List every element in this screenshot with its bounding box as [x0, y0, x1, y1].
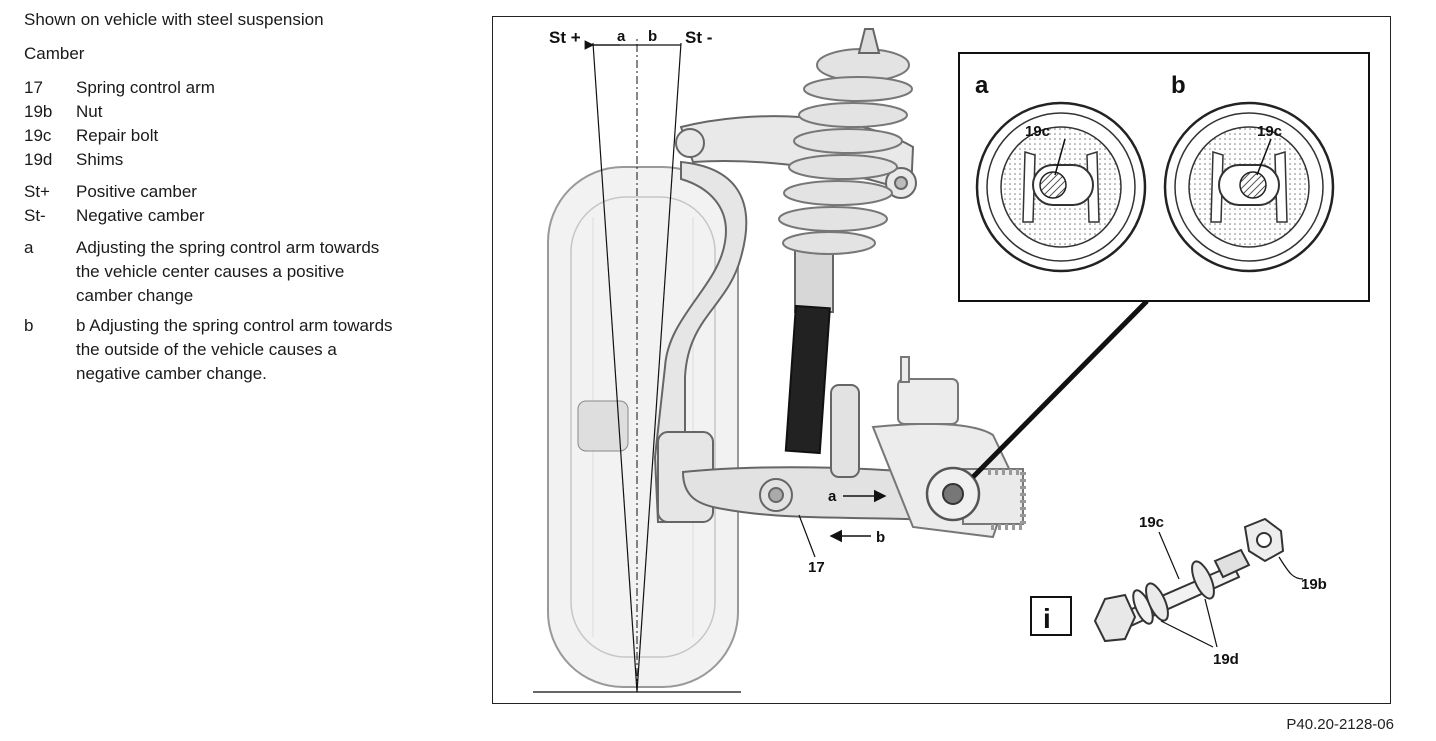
- legend-row: 17 Spring control arm: [24, 76, 404, 100]
- figure-code: P40.20-2128-06: [1286, 716, 1394, 733]
- legend-key: 19d: [24, 150, 53, 169]
- camber-a-label: a: [617, 28, 626, 45]
- parts-list: 17 Spring control arm 19b Nut 19c Repair…: [24, 76, 404, 172]
- shims-label: 19d: [1213, 651, 1239, 668]
- legend-key: 19b: [24, 102, 53, 121]
- info-icon-label: i: [1043, 603, 1051, 634]
- eccentric-washer-b-icon: [1163, 101, 1335, 273]
- legend-row: St+ Positive camber: [24, 180, 404, 204]
- shim-leader-b: [1204, 598, 1218, 648]
- legend-panel: Shown on vehicle with steel suspension C…: [24, 8, 404, 394]
- legend-key: 19c: [24, 126, 52, 145]
- st-minus-label: St -: [685, 28, 712, 47]
- legend-intro: Shown on vehicle with steel suspension: [24, 10, 324, 29]
- legend-text: Shims: [76, 150, 124, 169]
- lower-control-arm-icon: [681, 384, 964, 524]
- arm-b-label: b: [876, 529, 885, 546]
- legend-text: Repair bolt: [76, 126, 159, 145]
- inset-leader-line: [971, 299, 1149, 479]
- legend-text: Adjusting the spring control arm towards…: [76, 238, 380, 305]
- legend-row: b b Adjusting the spring control arm tow…: [24, 314, 404, 386]
- eccentric-washer-a-icon: [975, 101, 1147, 273]
- camber-list: St+ Positive camber St- Negative camber: [24, 180, 404, 228]
- repair-bolt-leader: [1158, 531, 1180, 580]
- legend-key: St-: [24, 206, 46, 225]
- legend-text: Positive camber: [76, 182, 197, 201]
- direction-list: a Adjusting the spring control arm towar…: [24, 236, 404, 386]
- legend-key: a: [24, 238, 34, 257]
- camber-figure: St + St - a b: [492, 16, 1391, 704]
- legend-row: a Adjusting the spring control arm towar…: [24, 236, 404, 308]
- shim-leader-a: [1160, 620, 1214, 648]
- legend-text: Nut: [76, 102, 103, 121]
- legend-row: 19c Repair bolt: [24, 124, 404, 148]
- arm-a-label: a: [828, 488, 837, 505]
- legend-row: 19b Nut: [24, 100, 404, 124]
- shims-icon: [1145, 560, 1215, 622]
- legend-key: 17: [24, 78, 43, 97]
- legend-row: 19d Shims: [24, 148, 404, 172]
- inset-b-bolt-label: 19c: [1257, 123, 1282, 140]
- tire-icon: [547, 166, 739, 688]
- nut-icon: [1243, 517, 1285, 563]
- inset-b-label: b: [1171, 72, 1186, 99]
- camber-b-label: b: [648, 28, 657, 45]
- suspension-illustration: St + St - a b: [533, 28, 1370, 693]
- repair-bolt-label: 19c: [1139, 514, 1164, 531]
- info-icon: i: [1030, 596, 1072, 636]
- camber-lines: [584, 39, 682, 693]
- bushing-icon: [925, 466, 981, 522]
- legend-row: St- Negative camber: [24, 204, 404, 228]
- st-plus-label: St +: [549, 28, 581, 47]
- nut-label: 19b: [1301, 576, 1327, 593]
- inset-a-bolt-label: 19c: [1025, 123, 1050, 140]
- inset-a-label: a: [975, 72, 989, 99]
- legend-key: St+: [24, 182, 50, 201]
- legend-title: Camber: [24, 44, 85, 63]
- legend-key: b: [24, 316, 34, 335]
- nut-leader: [1278, 556, 1304, 580]
- coil-spring-icon: [778, 28, 913, 455]
- inset-detail: a b 19c 19c: [958, 52, 1370, 302]
- legend-text: Negative camber: [76, 206, 205, 225]
- legend-text: Spring control arm: [76, 78, 215, 97]
- arm-17-label: 17: [808, 559, 825, 576]
- arm-leader-line: [798, 514, 816, 558]
- legend-text: b Adjusting the spring control arm towar…: [76, 316, 393, 383]
